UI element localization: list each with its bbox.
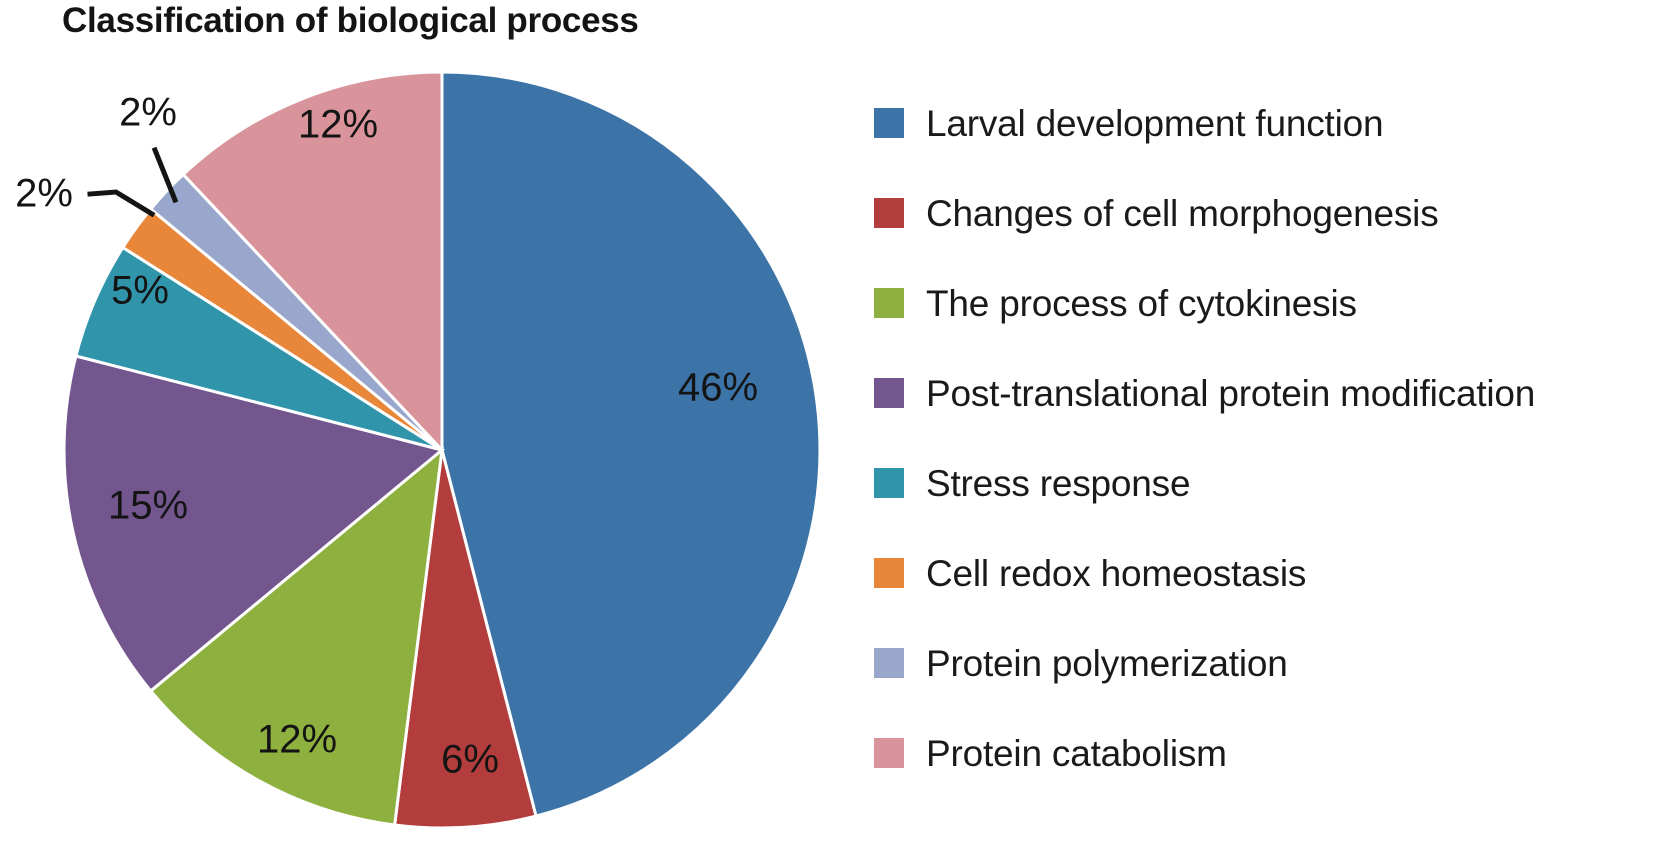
legend-label: Larval development function xyxy=(926,102,1384,144)
legend-label: Protein catabolism xyxy=(926,732,1227,774)
legend-item-protein-polymerization[interactable]: Protein polymerization xyxy=(874,618,1674,708)
legend-label: Protein polymerization xyxy=(926,642,1288,684)
legend-label: Changes of cell morphogenesis xyxy=(926,192,1439,234)
legend-swatch-icon xyxy=(874,738,904,768)
legend-swatch-icon xyxy=(874,468,904,498)
pie-value-protein-catabolism: 12% xyxy=(298,103,378,147)
pie-value-the-process-of-cytokinesis: 12% xyxy=(257,718,337,762)
legend-item-stress-response[interactable]: Stress response xyxy=(874,438,1674,528)
legend-swatch-icon xyxy=(874,198,904,228)
pie-svg: 46% 6% 12% 15% 5% 2% 2% 12% xyxy=(15,70,822,830)
legend-item-larval-development-function[interactable]: Larval development function xyxy=(874,78,1674,168)
pie-slice-larval-development-function[interactable] xyxy=(440,70,822,818)
pie-value-protein-polymerization: 2% xyxy=(119,91,177,135)
legend-item-the-process-of-cytokinesis[interactable]: The process of cytokinesis xyxy=(874,258,1674,348)
leader-line-cell-redox-homeostasis xyxy=(87,189,156,218)
pie-value-changes-of-cell-morphogenesis: 6% xyxy=(441,738,499,782)
legend-label: The process of cytokinesis xyxy=(926,282,1357,324)
legend-item-post-translational-protein-modification[interactable]: Post-translational protein modification xyxy=(874,348,1674,438)
pie-value-stress-response: 5% xyxy=(111,269,169,313)
page-title: Classification of biological process xyxy=(62,1,639,40)
legend-label: Cell redox homeostasis xyxy=(926,552,1307,594)
legend-swatch-icon xyxy=(874,378,904,408)
chart-legend: Larval development function Changes of c… xyxy=(874,78,1674,798)
pie-slice-the-process-of-cytokinesis[interactable] xyxy=(148,446,444,827)
legend-swatch-icon xyxy=(874,288,904,318)
legend-label: Post-translational protein modification xyxy=(926,372,1536,414)
pie-slice-protein-catabolism[interactable] xyxy=(181,70,444,454)
legend-item-protein-catabolism[interactable]: Protein catabolism xyxy=(874,708,1674,798)
legend-swatch-icon xyxy=(874,558,904,588)
pie-value-post-translational-protein-modification: 15% xyxy=(108,484,188,528)
pie-slice-changes-of-cell-morphogenesis[interactable] xyxy=(392,449,538,830)
legend-label: Stress response xyxy=(926,462,1191,504)
leader-line-protein-polymerization xyxy=(151,146,179,204)
legend-item-cell-redox-homeostasis[interactable]: Cell redox homeostasis xyxy=(874,528,1674,618)
pie-value-cell-redox-homeostasis: 2% xyxy=(15,172,73,216)
legend-swatch-icon xyxy=(874,648,904,678)
legend-item-changes-of-cell-morphogenesis[interactable]: Changes of cell morphogenesis xyxy=(874,168,1674,258)
legend-swatch-icon xyxy=(874,108,904,138)
pie-chart: 46% 6% 12% 15% 5% 2% 2% 12% xyxy=(15,70,822,830)
pie-value-larval-development-function: 46% xyxy=(678,366,758,410)
pie-slice-post-translational-protein-modification[interactable] xyxy=(62,354,446,694)
